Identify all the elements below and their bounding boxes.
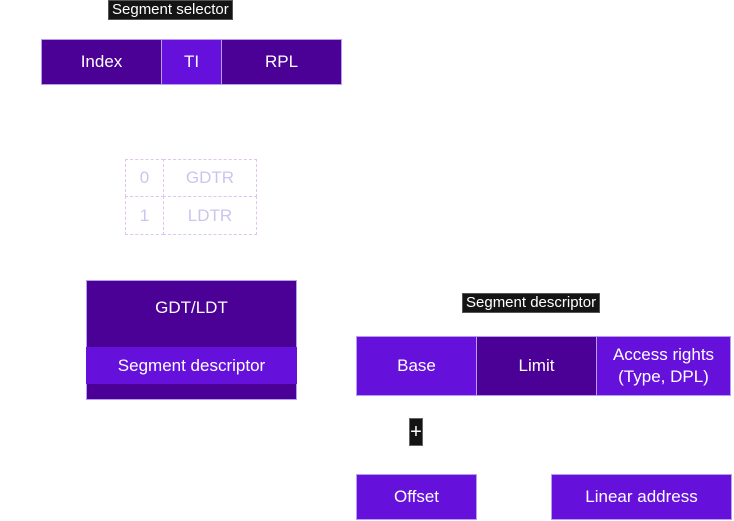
- ti-register-ldtr: LDTR: [163, 196, 257, 235]
- segment-selector-label: Segment selector: [108, 0, 233, 20]
- selector-ti-field: TI: [161, 39, 222, 85]
- descriptor-table-title: GDT/LDT: [155, 298, 228, 317]
- linear-address-box: Linear address: [551, 474, 732, 520]
- ti-bit-0: 0: [125, 159, 164, 197]
- access-rights-line2: (Type, DPL): [618, 367, 709, 386]
- ti-bit-1: 1: [125, 196, 164, 235]
- descriptor-base-field: Base: [356, 336, 477, 396]
- selector-index-field: Index: [41, 39, 162, 85]
- access-rights-line1: Access rights: [612, 345, 715, 364]
- offset-box: Offset: [356, 474, 477, 520]
- plus-icon: +: [409, 418, 423, 446]
- segment-descriptor-label: Segment descriptor: [462, 293, 601, 313]
- descriptor-table-entry: Segment descriptor: [86, 347, 297, 384]
- selector-rpl-field: RPL: [221, 39, 342, 85]
- descriptor-access-rights-field: Access rights (Type, DPL): [596, 336, 731, 396]
- ti-register-gdtr: GDTR: [163, 159, 257, 197]
- descriptor-limit-field: Limit: [476, 336, 597, 396]
